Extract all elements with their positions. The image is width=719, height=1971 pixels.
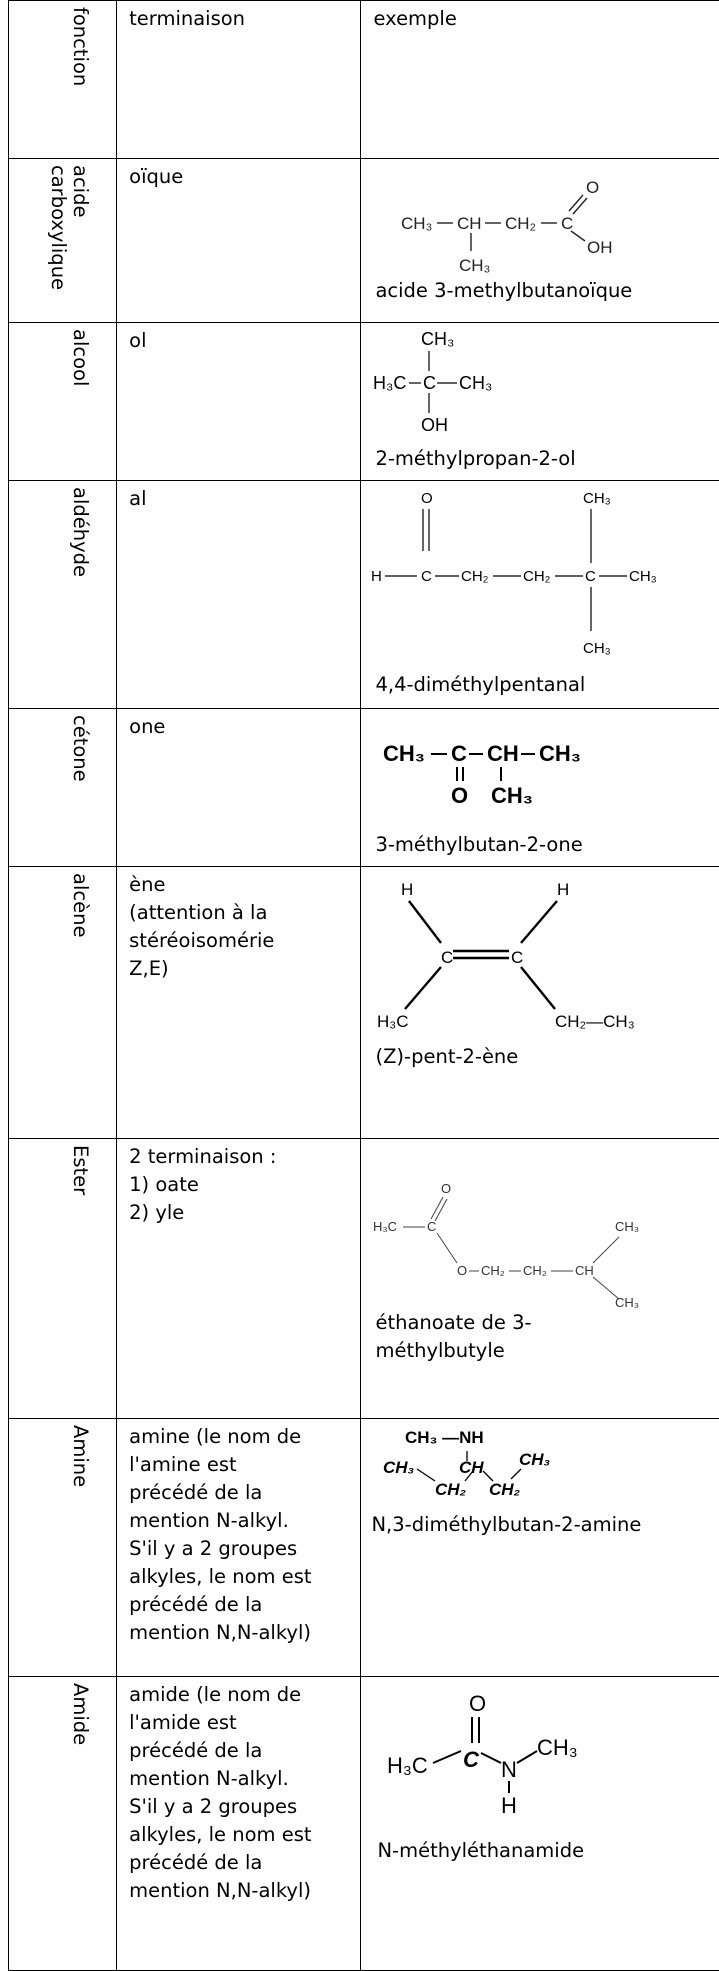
header-fonction: fonction — [69, 7, 91, 86]
svg-text:C: C — [441, 948, 453, 967]
fonction-label: alcène — [69, 873, 91, 937]
terminaison-text: 2 terminaison : 1) oate 2) yle — [117, 1139, 360, 1227]
svg-text:CH₃: CH₃ — [537, 1735, 578, 1760]
svg-text:CH: CH — [487, 741, 519, 766]
example-name: N-méthyléthanamide — [377, 1837, 584, 1865]
svg-text:C: C — [511, 948, 523, 967]
structure-aldehyde: O H C CH₂ CH₂ C CH₃ CH₃ — [361, 481, 717, 661]
svg-text:C: C — [421, 568, 432, 585]
svg-text:C: C — [585, 568, 596, 585]
svg-text:CH₂: CH₂ — [435, 1480, 467, 1499]
svg-text:O: O — [469, 1691, 486, 1716]
structure-alkene: H C C H H₃C CH₂—CH₃ — [361, 867, 717, 1047]
terminaison-text: al — [117, 481, 360, 513]
nomenclature-table: fonction terminaison exemple acide carbo… — [8, 0, 719, 1971]
svg-text:H: H — [501, 1793, 517, 1817]
example-name: 4,4-diméthylpentanal — [375, 671, 585, 699]
fonction-label: aldéhyde — [69, 487, 91, 577]
table-row: Ester 2 terminaison : 1) oate 2) yle O H… — [9, 1139, 719, 1419]
structure-ketone: CH₃ C CH CH₃ O CH₃ — [361, 709, 717, 829]
svg-text:CH₃: CH₃ — [615, 1295, 639, 1309]
svg-text:H: H — [557, 880, 569, 899]
svg-text:O: O — [586, 178, 599, 197]
svg-text:CH: CH — [459, 1458, 484, 1477]
table-row: alcool ol CH₃ H₃C C CH₃ OH 2-méthylpropa… — [9, 323, 719, 481]
table-row: cétone one CH₃ C CH CH₃ O CH₃ — [9, 709, 719, 867]
svg-text:CH₂: CH₂ — [489, 1480, 521, 1499]
fonction-label: alcool — [69, 329, 91, 386]
svg-text:C: C — [427, 1219, 436, 1234]
table-row: acide carboxylique oïque CH₃ CH CH₂ C O … — [9, 159, 719, 323]
svg-text:CH: CH — [457, 214, 482, 233]
svg-text:CH₃: CH₃ — [459, 373, 492, 393]
svg-text:CH: CH — [575, 1263, 594, 1278]
svg-text:O: O — [421, 490, 433, 507]
table-row: Amine amine (le nom de l'amine est précé… — [9, 1419, 719, 1677]
svg-text:CH₂—CH₃: CH₂—CH₃ — [555, 1012, 635, 1031]
header-exemple: exemple — [361, 1, 719, 33]
svg-text:CH₃: CH₃ — [629, 568, 657, 585]
terminaison-text: ol — [117, 323, 360, 355]
svg-text:O: O — [441, 1181, 451, 1196]
svg-text:CH₃: CH₃ — [401, 214, 432, 233]
svg-text:H₃C: H₃C — [387, 1753, 428, 1778]
svg-text:CH₃: CH₃ — [539, 741, 581, 766]
fonction-label: cétone — [69, 715, 91, 782]
svg-text:CH₃: CH₃ — [615, 1219, 639, 1234]
svg-text:CH₃ —NH: CH₃ —NH — [405, 1428, 484, 1447]
terminaison-text: oïque — [117, 159, 360, 191]
structure-amide: O H₃C C N CH₃ H — [361, 1677, 717, 1817]
svg-text:CH₃: CH₃ — [519, 1450, 550, 1469]
svg-text:C: C — [561, 214, 573, 233]
fonction-label: Ester — [69, 1145, 91, 1195]
example-name: 2-méthylpropan-2-ol — [375, 445, 575, 473]
structure-alcohol: CH₃ H₃C C CH₃ OH — [361, 323, 717, 443]
svg-text:CH₃: CH₃ — [383, 1458, 414, 1477]
terminaison-text: amide (le nom de l'amide est précédé de … — [117, 1677, 360, 1905]
svg-text:CH₃: CH₃ — [491, 783, 533, 808]
svg-text:N: N — [501, 1757, 517, 1782]
svg-text:C: C — [423, 373, 436, 393]
svg-text:H₃C: H₃C — [373, 1219, 397, 1234]
table-row: aldéhyde al O H C CH₂ CH₂ C — [9, 481, 719, 709]
svg-text:CH₃: CH₃ — [383, 741, 425, 766]
svg-text:CH₃: CH₃ — [583, 640, 611, 657]
svg-text:CH₂: CH₂ — [505, 214, 536, 233]
svg-text:C: C — [451, 741, 467, 766]
fonction-label: acide carboxylique — [47, 165, 91, 290]
table-row: alcène ène (attention à la stéréoisoméri… — [9, 867, 719, 1139]
svg-text:CH₃: CH₃ — [459, 256, 490, 275]
table-row: Amide amide (le nom de l'amide est précé… — [9, 1677, 719, 1971]
svg-text:CH₃: CH₃ — [421, 329, 454, 349]
structure-acid: CH₃ CH CH₂ C O OH CH₃ — [361, 159, 717, 289]
structure-amine: CH₃ —NH CH₃ CH₂ CH CH₂ CH₃ — [361, 1419, 717, 1519]
header-terminaison: terminaison — [117, 1, 360, 33]
svg-text:CH₂: CH₂ — [523, 1263, 547, 1278]
svg-text:OH: OH — [587, 238, 613, 257]
svg-text:CH₂: CH₂ — [481, 1263, 505, 1278]
svg-text:H₃C: H₃C — [377, 1012, 408, 1031]
example-name: (Z)-pent-2-ène — [375, 1043, 518, 1071]
svg-text:C: C — [463, 1747, 480, 1772]
svg-text:H₃C: H₃C — [373, 373, 406, 393]
example-name: acide 3-methylbutanoïque — [375, 277, 632, 305]
svg-text:CH₃: CH₃ — [583, 490, 611, 507]
structure-ester: O H₃C C O CH₂ CH₂ CH CH₃ — [361, 1139, 717, 1309]
example-name: N,3-diméthylbutan-2-amine — [371, 1511, 641, 1539]
svg-text:H: H — [401, 880, 413, 899]
example-name: éthanoate de 3- méthylbutyle — [375, 1309, 531, 1365]
fonction-label: Amide — [69, 1683, 91, 1745]
svg-text:CH₂: CH₂ — [461, 568, 489, 585]
terminaison-text: ène (attention à la stéréoisomérie Z,E) — [117, 867, 360, 983]
svg-text:H: H — [371, 568, 382, 585]
svg-text:O: O — [457, 1263, 467, 1278]
example-name: 3-méthylbutan-2-one — [375, 831, 582, 859]
svg-text:OH: OH — [421, 415, 448, 435]
svg-text:O: O — [451, 783, 468, 808]
svg-text:CH₂: CH₂ — [523, 568, 551, 585]
terminaison-text: amine (le nom de l'amine est précédé de … — [117, 1419, 360, 1647]
fonction-label: Amine — [69, 1425, 91, 1487]
header-row: fonction terminaison exemple — [9, 1, 719, 159]
terminaison-text: one — [117, 709, 360, 741]
